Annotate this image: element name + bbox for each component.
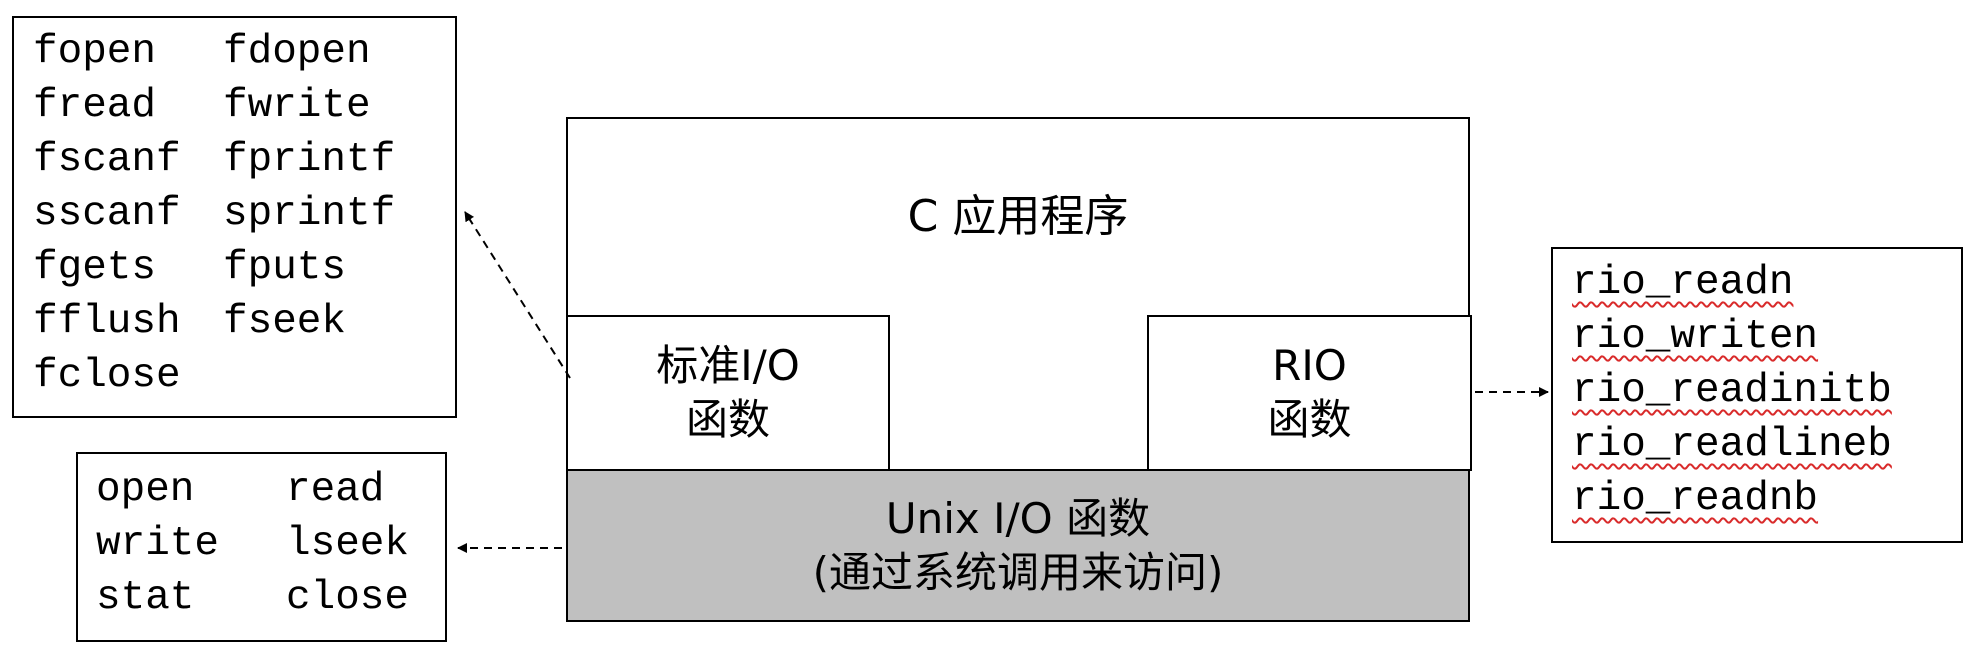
function-list-row: fscanf fprintf [33, 133, 413, 187]
function-list-row: sscanf sprintf [33, 187, 413, 241]
function-name: sprintf [223, 191, 396, 237]
rio-function-name: rio_readlineb [1572, 422, 1892, 468]
stdio-block-line2: 函数 [685, 395, 770, 444]
unix-io-block-line1: Unix I/O 函数 [885, 493, 1151, 543]
rio-function-name: rio_readn [1572, 260, 1794, 306]
function-name: write [96, 521, 220, 567]
stdio-function-list-box [12, 16, 457, 418]
function-name: open [96, 467, 195, 513]
function-name: fwrite [223, 83, 371, 129]
rio-function-name: rio_readinitb [1572, 368, 1892, 414]
function-list-row: fflush fseek [33, 295, 413, 349]
c-application-label: C 应用程序 [566, 117, 1470, 317]
function-list-row: fopen fdopen [33, 25, 413, 79]
rio-block-line1: RIO [1272, 341, 1347, 390]
function-name: fputs [223, 245, 347, 291]
stdio-block-line1: 标准I/O [656, 341, 800, 390]
stdio-block-label: 标准I/O 函数 [566, 315, 890, 471]
rio-block-line2: 函数 [1267, 395, 1352, 444]
rio-block [1147, 315, 1472, 471]
unix-function-list-box [76, 452, 447, 642]
unix-function-list: open read write lseek stat close [96, 463, 476, 625]
function-name: fopen [33, 29, 157, 75]
function-name: fdopen [223, 29, 371, 75]
function-name: fgets [33, 245, 157, 291]
rio-function-list-box [1551, 247, 1963, 543]
rio-block-label: RIO 函数 [1147, 315, 1472, 471]
unix-io-block-line2: (通过系统调用来访问) [812, 547, 1224, 597]
function-name: close [286, 575, 410, 621]
c-application-label-text: C 应用程序 [907, 191, 1129, 242]
function-list-row: fclose [33, 349, 413, 403]
function-name: fclose [33, 353, 181, 399]
function-name: fflush [33, 299, 181, 345]
rio-function-name: rio_readnb [1572, 476, 1819, 522]
function-name: sscanf [33, 191, 181, 237]
function-list-row: fread fwrite [33, 79, 413, 133]
function-name: lseek [286, 521, 410, 567]
rio-function-name: rio_writen [1572, 314, 1819, 360]
unix-io-block-label: Unix I/O 函数 (通过系统调用来访问) [566, 469, 1470, 622]
function-list-row: fgets fputs [33, 241, 413, 295]
function-list-row: write lseek [96, 517, 476, 571]
function-name: fread [33, 83, 157, 129]
stdio-to-list-arrow [464, 211, 571, 379]
function-list-row: stat close [96, 571, 476, 625]
function-name: fseek [223, 299, 347, 345]
function-name: read [286, 467, 385, 513]
function-name: fscanf [33, 137, 181, 183]
rio-function-list: rio_readn rio_writen rio_readinitb rio_read… [1572, 256, 1892, 526]
function-name: stat [96, 575, 195, 621]
function-list-row: open read [96, 463, 476, 517]
unix-io-block [566, 469, 1470, 622]
function-name: fprintf [223, 137, 396, 183]
